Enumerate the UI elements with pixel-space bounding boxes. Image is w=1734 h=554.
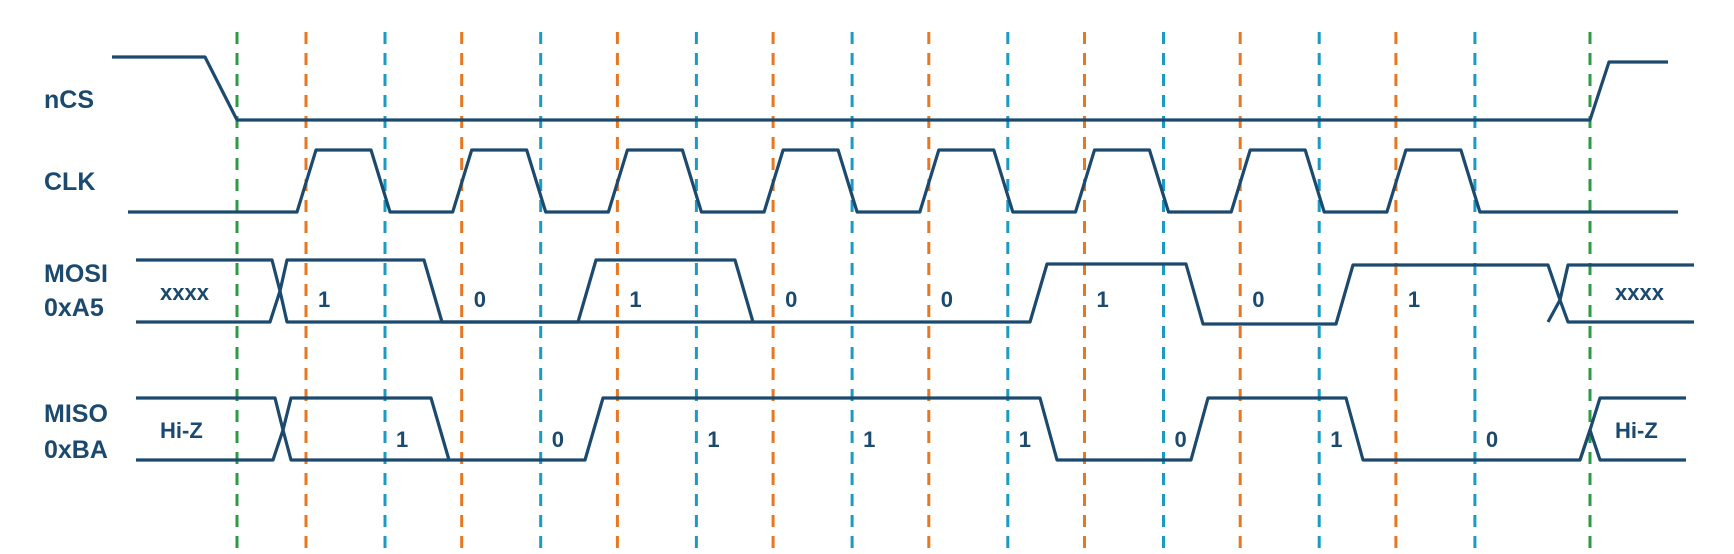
guide-lines	[235, 32, 1592, 554]
miso-bit-label: 1	[396, 427, 408, 452]
mosi-bit-label: 0	[941, 287, 953, 312]
mosi-low-trace	[136, 289, 753, 324]
mosi-label: MOSI	[44, 260, 108, 288]
miso-label: MISO	[44, 400, 108, 428]
miso-bit-label: 0	[1175, 427, 1187, 452]
mosi-low-trace-tail	[1546, 298, 1694, 324]
mosi-bit-label: 1	[318, 287, 330, 312]
miso-bit-label: 0	[1486, 427, 1498, 452]
mosi-bit-label: 1	[629, 287, 641, 312]
miso-bit-label: 1	[1019, 427, 1031, 452]
miso-bit-labels: 1 0 1 1 1 0 1 0	[396, 427, 1498, 452]
mosi-bit-labels: 1 0 1 0 0 1 0 1	[318, 287, 1420, 312]
mosi-idle-right: xxxx	[1615, 280, 1665, 305]
mosi-high-trace	[136, 258, 1694, 326]
miso-bit-label: 0	[552, 427, 564, 452]
mosi-bit-label: 0	[1252, 287, 1264, 312]
miso-high-trace	[136, 396, 1686, 462]
mosi-waveform	[136, 258, 1694, 326]
miso-bit-label: 1	[1330, 427, 1342, 452]
miso-bit-label: 1	[863, 427, 875, 452]
mosi-bit-label: 0	[785, 287, 797, 312]
miso-idle-right: Hi-Z	[1615, 418, 1658, 443]
miso-value-label: 0xBA	[44, 436, 108, 464]
mosi-bit-label: 1	[1408, 287, 1420, 312]
clk-label: CLK	[44, 168, 95, 196]
mosi-value-label: 0xA5	[44, 294, 104, 322]
ncs-waveform	[112, 55, 1668, 122]
miso-bit-label: 1	[707, 427, 719, 452]
ncs-label: nCS	[44, 86, 94, 114]
mosi-idle-left: xxxx	[160, 280, 210, 305]
mosi-bit-label: 0	[474, 287, 486, 312]
mosi-bit-label: 1	[1097, 287, 1109, 312]
miso-low-trace-tail	[1578, 428, 1686, 462]
clk-waveform	[128, 148, 1678, 214]
miso-low-trace	[136, 428, 449, 462]
miso-waveform	[136, 396, 1686, 462]
miso-idle-left: Hi-Z	[160, 418, 203, 443]
